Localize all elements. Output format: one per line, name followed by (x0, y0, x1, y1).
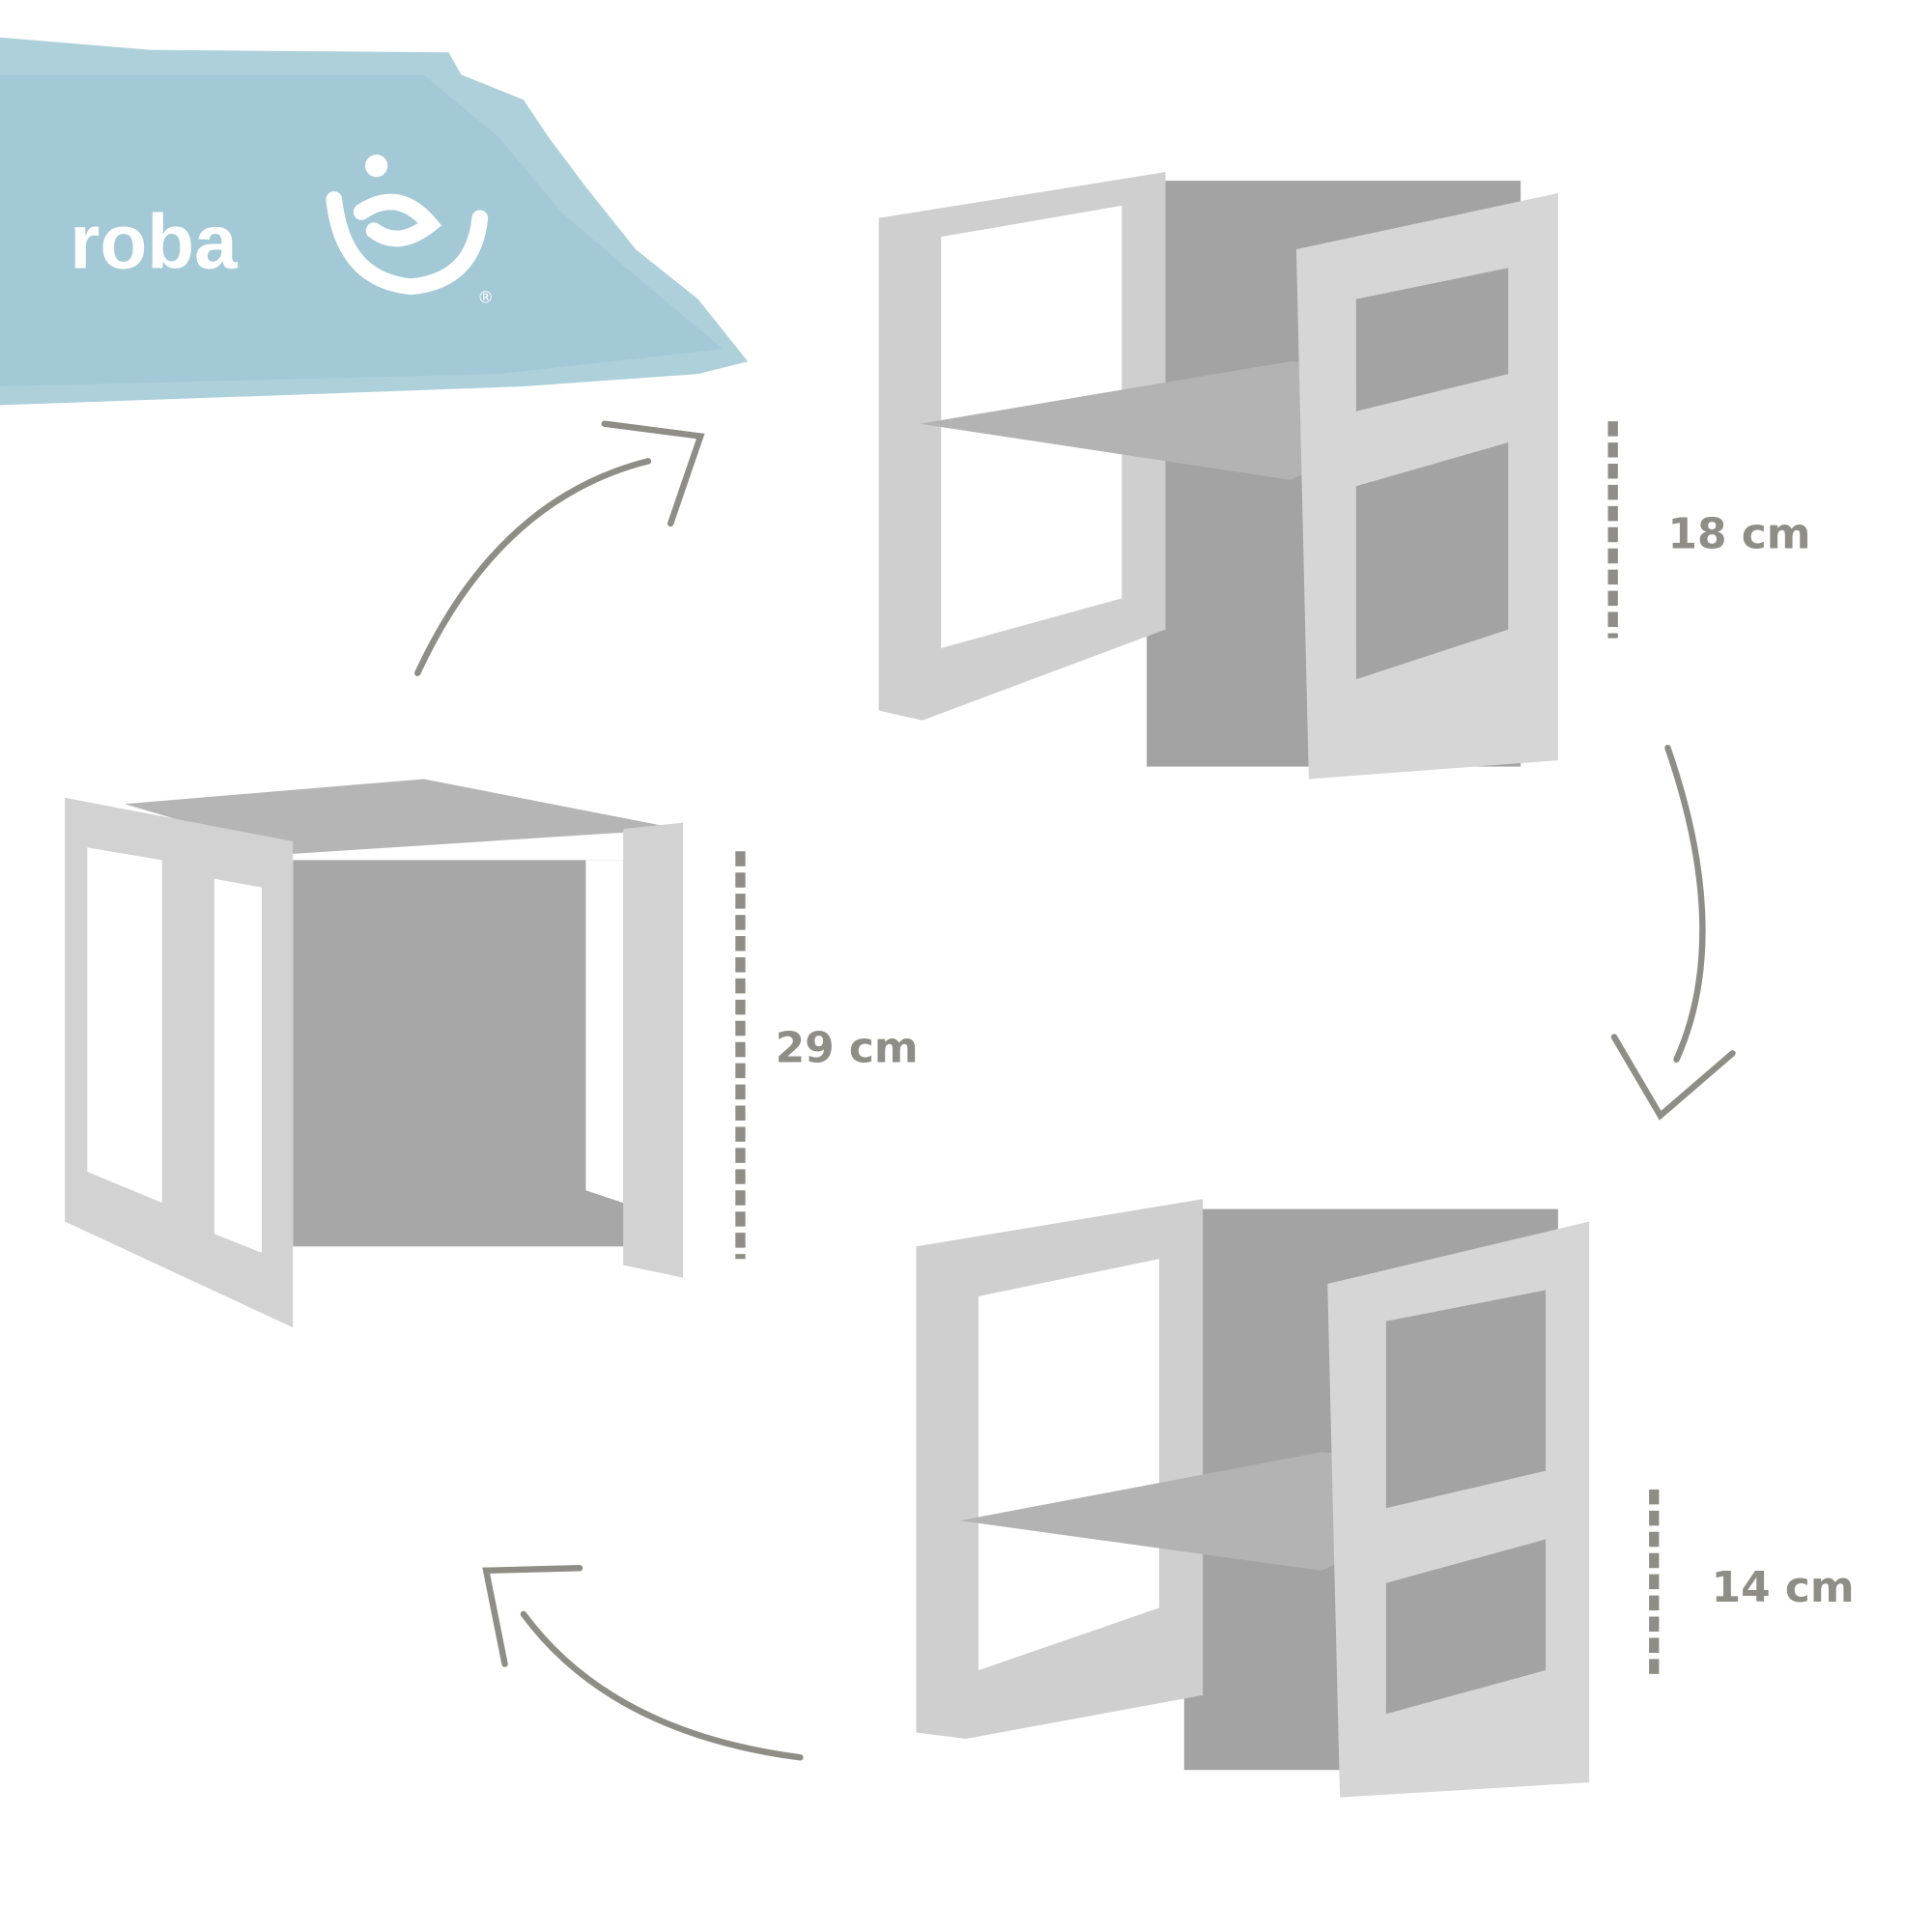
measurement-14cm: 14 cm (1712, 1563, 1855, 1612)
measurement-29cm: 29 cm (776, 1023, 919, 1072)
registered-mark: ® (477, 288, 494, 307)
measurement-18cm: 18 cm (1667, 510, 1810, 559)
arrow-down-icon (1610, 744, 1736, 1121)
arrow-up-right-icon (414, 420, 705, 676)
chair-low-seat (916, 1199, 1590, 1798)
chair-high-seat (878, 172, 1558, 780)
chair-table-mode (65, 779, 684, 1328)
brand-banner (0, 37, 749, 406)
arrow-left-icon (482, 1565, 804, 1761)
brand-logo-text: roba (70, 198, 238, 284)
brand-logo-icon (326, 155, 489, 296)
